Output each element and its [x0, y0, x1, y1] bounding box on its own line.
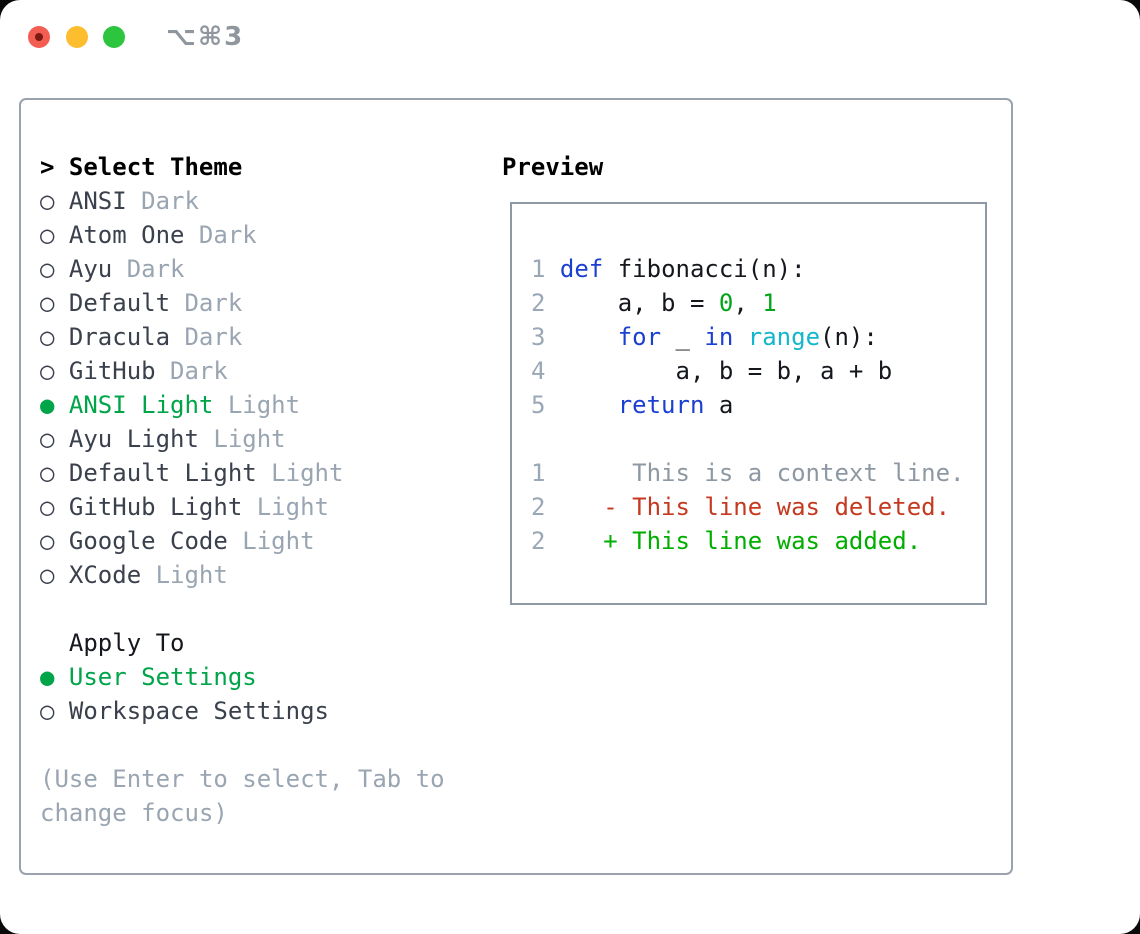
- radio-icon: ○: [40, 425, 55, 453]
- zoom-button[interactable]: [103, 26, 125, 48]
- preview-code: 1 def fibonacci(n): 2 a, b = 0, 1 3 for _ …: [531, 252, 985, 558]
- code-line: 2 a, b = 0, 1: [531, 289, 777, 317]
- preview-title: Preview: [502, 153, 604, 181]
- radio-icon: ○: [40, 187, 55, 215]
- theme-option[interactable]: ○ Default Dark: [40, 286, 485, 320]
- option-label: Google Code: [68, 527, 228, 555]
- option-variant-label: Light: [271, 459, 344, 487]
- radio-icon: ○: [40, 255, 55, 283]
- code-line: 1 def fibonacci(n):: [531, 255, 806, 283]
- theme-option[interactable]: ○ Ayu Dark: [40, 252, 485, 286]
- radio-icon: ○: [40, 561, 55, 589]
- option-variant-label: Dark: [141, 187, 199, 215]
- option-label: Default: [68, 289, 171, 317]
- theme-option[interactable]: ○ ANSI Dark: [40, 184, 485, 218]
- option-label: XCode: [68, 561, 142, 589]
- option-label: Workspace Settings: [68, 697, 329, 725]
- code-line: 3 for _ in range(n):: [531, 323, 878, 351]
- option-label: GitHub Light: [68, 493, 243, 521]
- minimize-button[interactable]: [66, 26, 88, 48]
- close-button[interactable]: [28, 26, 50, 48]
- code-line: 4 a, b = b, a + b: [531, 357, 893, 385]
- theme-option[interactable]: ○ Dracula Dark: [40, 320, 485, 354]
- window-title: ⌥⌘3: [166, 22, 245, 52]
- apply-to-option[interactable]: ● User Settings: [40, 660, 485, 694]
- radio-icon: ○: [40, 697, 55, 725]
- radio-icon: ○: [40, 493, 55, 521]
- option-label: Atom One: [68, 221, 185, 249]
- option-variant-label: Light: [227, 391, 301, 419]
- option-variant-label: Light: [155, 561, 228, 589]
- option-variant-label: Dark: [126, 255, 185, 283]
- hint-text: (Use Enter to select, Tab to change focu…: [40, 765, 445, 827]
- radio-icon: ○: [40, 527, 55, 555]
- radio-icon: ○: [40, 357, 55, 385]
- option-label: Ayu Light: [68, 425, 199, 453]
- code-line: 2 + This line was added.: [531, 527, 922, 555]
- option-variant-label: Dark: [170, 357, 228, 385]
- close-dot-icon: [35, 33, 43, 41]
- apply-to-option[interactable]: ○ Workspace Settings: [40, 694, 485, 728]
- radio-icon: ○: [40, 323, 55, 351]
- option-variant-label: Light: [213, 425, 286, 453]
- preview-box: 1 def fibonacci(n): 2 a, b = 0, 1 3 for _ …: [510, 202, 987, 605]
- theme-option[interactable]: ○ GitHub Light Light: [40, 490, 485, 524]
- option-label: ANSI: [68, 187, 127, 215]
- theme-option[interactable]: ○ Atom One Dark: [40, 218, 485, 252]
- theme-option[interactable]: ○ Ayu Light Light: [40, 422, 485, 456]
- option-variant-label: Light: [256, 493, 329, 521]
- cursor-icon: >: [40, 153, 55, 181]
- code-line: 2 - This line was deleted.: [531, 493, 951, 521]
- theme-list-title: Select Theme: [68, 153, 243, 181]
- code-line: 1 This is a context line.: [531, 459, 965, 487]
- theme-option[interactable]: ○ XCode Light: [40, 558, 485, 592]
- code-line: 5 return a: [531, 391, 734, 419]
- option-variant-label: Light: [242, 527, 315, 555]
- option-label: User Settings: [68, 663, 257, 691]
- apply-to-header: Apply To: [68, 629, 185, 657]
- option-label: GitHub: [68, 357, 156, 385]
- theme-list-header: > Select Theme: [40, 150, 485, 184]
- code-line: [531, 422, 985, 456]
- theme-option[interactable]: ○ Google Code Light: [40, 524, 485, 558]
- theme-option[interactable]: ○ Default Light Light: [40, 456, 485, 490]
- option-label: Dracula: [68, 323, 171, 351]
- radio-icon: ●: [40, 663, 55, 691]
- radio-icon: ●: [40, 391, 55, 419]
- option-variant-label: Dark: [198, 221, 257, 249]
- option-variant-label: Dark: [184, 323, 243, 351]
- apply-to-list: ● User Settings ○ Workspace Settings: [40, 660, 485, 728]
- radio-icon: ○: [40, 459, 55, 487]
- option-label: ANSI Light: [68, 391, 214, 419]
- theme-option[interactable]: ○ GitHub Dark: [40, 354, 485, 388]
- radio-icon: ○: [40, 289, 55, 317]
- option-label: Default Light: [68, 459, 257, 487]
- option-label: Ayu: [68, 255, 113, 283]
- theme-option[interactable]: ● ANSI Light Light: [40, 388, 485, 422]
- option-variant-label: Dark: [184, 289, 243, 317]
- radio-icon: ○: [40, 221, 55, 249]
